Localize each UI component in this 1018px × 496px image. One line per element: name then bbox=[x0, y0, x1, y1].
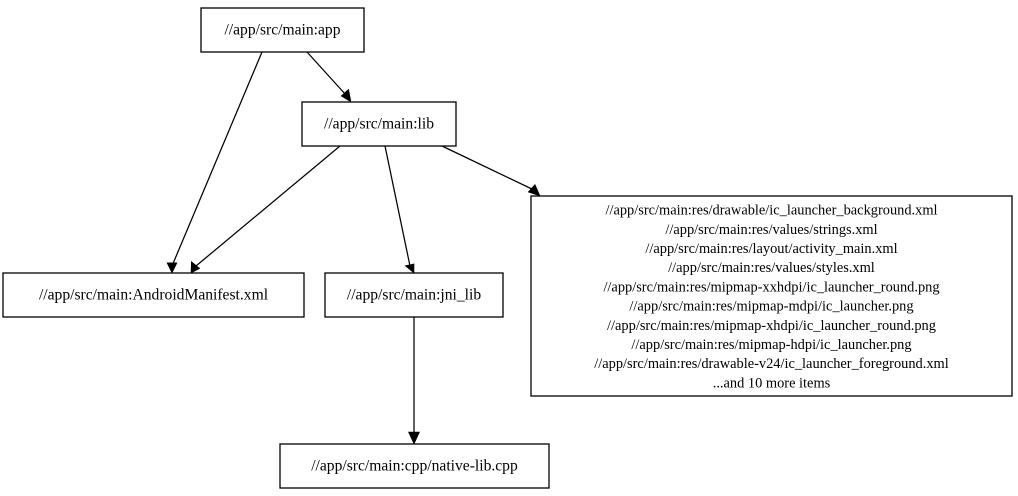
node-box[interactable] bbox=[200, 7, 365, 53]
arrowhead-icon bbox=[404, 263, 415, 274]
node-label-line: //app/src/main:res/drawable-v24/ic_launc… bbox=[594, 356, 948, 372]
node-label-line: ...and 10 more items bbox=[713, 375, 831, 391]
node-label: //app/src/main:AndroidManifest.xml bbox=[39, 287, 269, 304]
graph-node-manifest[interactable]: //app/src/main:AndroidManifest.xml bbox=[2, 272, 305, 318]
graph-edge-app-to-manifest bbox=[166, 51, 263, 274]
node-box[interactable] bbox=[530, 195, 1013, 397]
edge-line bbox=[384, 145, 411, 267]
nodes-layer: //app/src/main:app //app/src/main:lib //ap… bbox=[2, 7, 1013, 489]
node-label-line: //app/src/main:res/drawable/ic_launcher_… bbox=[605, 203, 937, 219]
node-label-line: //app/src/main:res/values/styles.xml bbox=[668, 260, 875, 276]
node-label: //app/src/main:cpp/native-lib.cpp bbox=[311, 458, 518, 475]
graph-node-app[interactable]: //app/src/main:app bbox=[200, 7, 365, 53]
edge-line bbox=[306, 51, 347, 96]
node-label-line: //app/src/main:res/layout/activity_main.… bbox=[645, 241, 897, 257]
edge-line bbox=[171, 51, 263, 267]
arrowhead-icon bbox=[190, 260, 201, 274]
node-box[interactable] bbox=[279, 443, 550, 489]
arrowhead-icon bbox=[527, 183, 541, 197]
graph-edge-lib-to-manifest bbox=[190, 145, 341, 274]
node-label: //app/src/main:jni_lib bbox=[347, 287, 481, 304]
arrowhead-icon bbox=[340, 88, 352, 103]
graph-edge-lib-to-jni_lib bbox=[384, 145, 415, 274]
graph-edge-lib-to-resources bbox=[441, 145, 541, 197]
node-label: //app/src/main:res/drawable/ic_launcher_… bbox=[594, 203, 948, 392]
arrowhead-icon bbox=[166, 262, 178, 274]
node-label: //app/src/main:app bbox=[224, 22, 340, 39]
node-label-line: //app/src/main:res/mipmap-mdpi/ic_launch… bbox=[629, 299, 913, 315]
node-label-line: //app/src/main:res/mipmap-xxhdpi/ic_laun… bbox=[603, 279, 939, 295]
graph-node-jni_lib[interactable]: //app/src/main:jni_lib bbox=[324, 272, 504, 318]
edge-line bbox=[441, 145, 535, 191]
graph-node-lib[interactable]: //app/src/main:lib bbox=[301, 101, 457, 147]
graph-edge-app-to-lib bbox=[306, 51, 352, 103]
node-box[interactable] bbox=[301, 101, 457, 147]
edges-layer bbox=[166, 51, 541, 445]
node-label: //app/src/main:lib bbox=[324, 116, 434, 133]
graph-node-resources[interactable]: //app/src/main:res/drawable/ic_launcher_… bbox=[530, 195, 1013, 397]
node-label-line: //app/src/main:res/values/strings.xml bbox=[665, 222, 877, 238]
graph-node-native_lib[interactable]: //app/src/main:cpp/native-lib.cpp bbox=[279, 443, 550, 489]
node-label-line: //app/src/main:res/mipmap-hdpi/ic_launch… bbox=[631, 337, 911, 353]
node-box[interactable] bbox=[324, 272, 504, 318]
graph-edge-jni_lib-to-native_lib bbox=[408, 317, 420, 445]
edge-line bbox=[195, 145, 341, 267]
arrowhead-icon bbox=[408, 431, 420, 445]
node-label-line: //app/src/main:res/mipmap-xhdpi/ic_launc… bbox=[607, 318, 936, 334]
node-box[interactable] bbox=[2, 272, 305, 318]
